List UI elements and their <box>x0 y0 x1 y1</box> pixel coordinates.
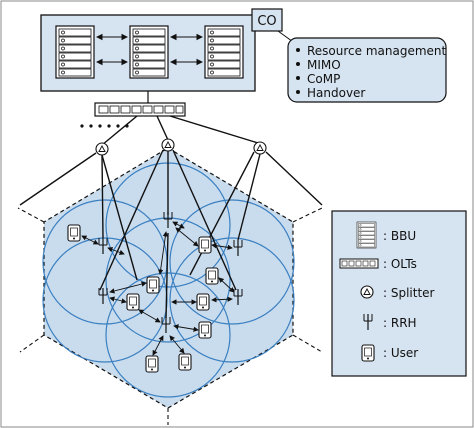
callout-item-mimo: MIMO <box>307 58 341 72</box>
user-icon-5 <box>126 293 140 311</box>
central-office: CO <box>40 8 283 92</box>
legend-label-splitter: : Splitter <box>383 286 435 300</box>
feeder-fibers <box>101 115 259 146</box>
co-label-box <box>251 8 283 32</box>
user-icon-2 <box>198 236 212 254</box>
bbu-rack-2 <box>129 25 169 79</box>
bbu-interconnect-arrows <box>95 33 204 66</box>
user-icon-4 <box>146 276 160 294</box>
bbu-rack-1 <box>55 25 95 79</box>
legend: : BBU : OLTs : Splitter : RRH : User <box>331 210 467 377</box>
olt-icon <box>339 258 379 269</box>
user-icon-3 <box>205 267 219 285</box>
co-functions-callout: Resource management MIMO CoMP Handover <box>277 30 447 103</box>
co-label: CO <box>257 14 276 29</box>
user-icon-7 <box>198 321 212 339</box>
legend-label-olts: : OLTs <box>383 257 417 271</box>
user-link-arrows <box>81 221 235 356</box>
bbu-rack-3 <box>204 25 244 79</box>
legend-label-rrh: : RRH <box>383 316 417 330</box>
splitter-icon-right <box>253 141 267 155</box>
legend-label-user: : User <box>383 346 418 360</box>
callout-item-resource-management: Resource management <box>307 44 447 58</box>
user-icon-8 <box>145 355 159 373</box>
user-icon-1 <box>67 224 81 242</box>
legend-label-bbu: : BBU <box>383 229 416 243</box>
distribution-fibers <box>19 149 323 319</box>
splitter-icon-left <box>95 142 109 156</box>
cell-region <box>17 147 323 425</box>
user-icon-9 <box>178 353 192 371</box>
splitter-icon-center <box>161 138 175 152</box>
callout-item-comp: CoMP <box>307 72 340 86</box>
callout-item-handover: Handover <box>307 86 365 100</box>
splitter-icon <box>360 285 374 299</box>
legend-box <box>331 210 467 377</box>
user-icon-6 <box>196 293 210 311</box>
user-icon <box>361 344 375 362</box>
bbu-icon <box>356 221 377 249</box>
continuation-dots <box>80 124 129 128</box>
olt-array <box>94 102 186 117</box>
